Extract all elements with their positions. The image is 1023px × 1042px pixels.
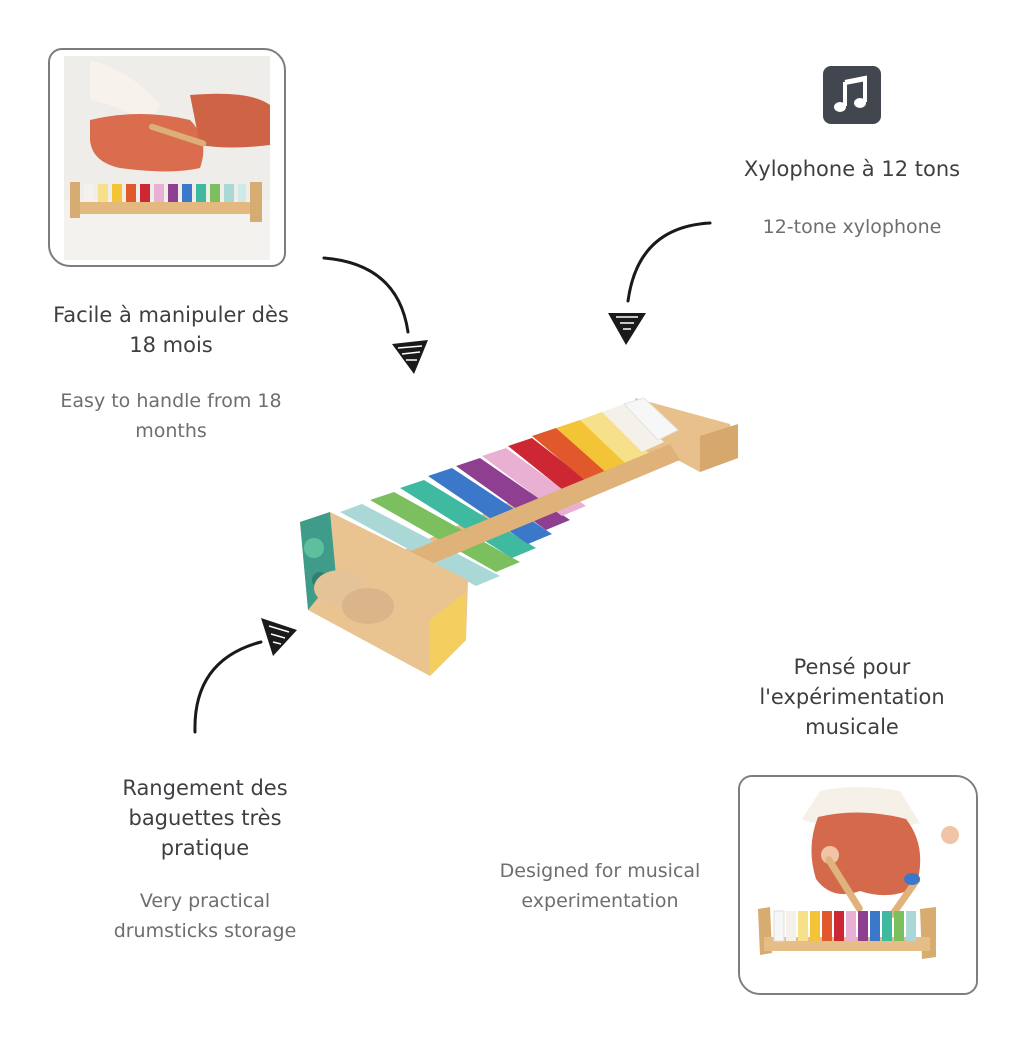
tones-subtitle: 12-tone xylophone xyxy=(762,216,942,238)
photo-child-sitting xyxy=(48,48,286,267)
storage-title: Rangement des baguettes très pratique xyxy=(122,776,288,860)
handle-subtitle: Easy to handle from 18 months xyxy=(60,390,282,442)
photo-child-playing xyxy=(738,775,978,995)
handle-title: Facile à manipuler dès 18 mois xyxy=(53,303,289,357)
tones-title: Xylophone à 12 tons xyxy=(743,157,961,181)
music-note-icon xyxy=(823,66,881,124)
arrow-handle-icon xyxy=(322,256,428,374)
arrow-tones-icon xyxy=(608,221,712,345)
xylophone-image xyxy=(300,397,738,676)
storage-subtitle: Very practical drumsticks storage xyxy=(113,890,297,942)
experiment-title: Pensé pour l'expérimentation musicale xyxy=(759,655,945,739)
experiment-subtitle: Designed for musical experimentation xyxy=(499,860,701,912)
child-sitting-illustration xyxy=(64,56,270,260)
child-playing-illustration xyxy=(740,777,976,993)
arrow-storage-icon xyxy=(193,618,297,734)
